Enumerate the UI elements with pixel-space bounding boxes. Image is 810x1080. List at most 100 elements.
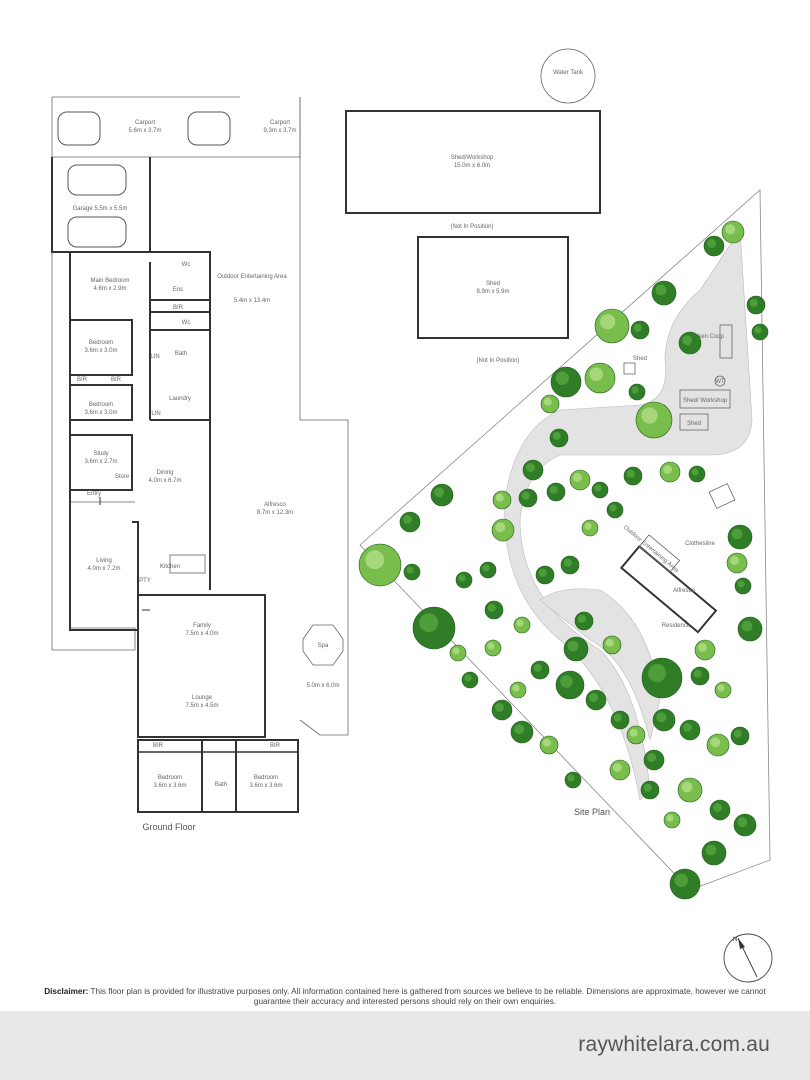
tree-highlight xyxy=(533,663,542,672)
tree-highlight xyxy=(419,613,439,633)
residence-label: Residence xyxy=(662,623,691,629)
tree-highlight xyxy=(663,465,672,474)
outbuilding-dims: 15.0m x 6.0m xyxy=(454,163,490,169)
alfresco-label: Alfresco xyxy=(673,588,695,594)
website-link[interactable]: raywhitelara.com.au xyxy=(578,1033,770,1056)
disclaimer: Disclaimer: This floor plan is provided … xyxy=(30,987,780,1007)
tree-highlight xyxy=(495,493,504,502)
room-label: BIR xyxy=(270,743,281,749)
tree-highlight xyxy=(365,550,385,570)
tree-highlight xyxy=(482,564,490,572)
site-plan: Chicken Coop WT Shed/ Workshop Shed Shed… xyxy=(358,189,771,900)
room-label: Laundry xyxy=(169,396,191,402)
compass-label: N xyxy=(733,937,737,943)
tree-highlight xyxy=(542,738,551,747)
room-label: Wc xyxy=(182,320,191,326)
tree-highlight xyxy=(698,643,707,652)
room-label: Entry xyxy=(87,491,101,497)
tree-highlight xyxy=(555,371,569,385)
tree-highlight xyxy=(516,619,524,627)
tree-highlight xyxy=(730,556,739,565)
room-label: BIR xyxy=(153,743,164,749)
compass-icon: N xyxy=(723,933,773,983)
tree-highlight xyxy=(655,284,667,296)
tree-highlight xyxy=(521,491,530,500)
room-dims: 8.7m x 12.3m xyxy=(257,510,293,516)
shed-workshop-label: Shed/ Workshop xyxy=(683,398,728,404)
tree-highlight xyxy=(543,397,552,406)
tree-highlight xyxy=(737,817,748,828)
room-label: Store xyxy=(115,474,130,480)
room-label: Family xyxy=(193,623,211,629)
tree-highlight xyxy=(674,873,688,887)
room-label: Main Bedroom xyxy=(90,278,129,284)
room-label: Bedroom xyxy=(158,775,182,781)
room-label: Bath xyxy=(175,351,187,357)
site-plan-title: Site Plan xyxy=(574,807,610,817)
tree-highlight xyxy=(487,642,495,650)
room-dims: 9.3m x 3.7m xyxy=(263,128,296,134)
shed-top-label: Shed xyxy=(633,356,647,362)
floor-plan: Carport 5.6m x 3.7m Carport 9.3m x 3.7m … xyxy=(51,96,349,832)
room-dims: 3.6m x 3.0m xyxy=(84,410,117,416)
tree-highlight xyxy=(717,684,725,692)
room-label: Carport xyxy=(270,120,290,126)
tree-highlight xyxy=(691,468,699,476)
tree-highlight xyxy=(631,386,639,394)
tree-highlight xyxy=(749,298,758,307)
room-dims: 3.6m x 3.6m xyxy=(249,783,282,789)
outbuildings: Water Tank Shed/Workshop 15.0m x 6.0m (N… xyxy=(345,48,601,364)
shed-label: Shed xyxy=(687,421,701,427)
tree-highlight xyxy=(573,473,582,482)
tree-highlight xyxy=(538,568,547,577)
tree-highlight xyxy=(693,669,702,678)
tree-highlight xyxy=(737,580,745,588)
room-label: Study xyxy=(93,451,108,457)
room-label: Wc xyxy=(182,262,191,268)
tree-highlight xyxy=(563,558,572,567)
tree-highlight xyxy=(512,684,520,692)
room-label: LIN xyxy=(150,354,159,360)
room-label: Dining xyxy=(156,470,173,476)
tree-highlight xyxy=(713,803,722,812)
room-label: Bedroom xyxy=(89,340,113,346)
tree-highlight xyxy=(403,515,412,524)
tree-highlight xyxy=(567,774,575,782)
room-label: Bedroom xyxy=(89,402,113,408)
room-label: Carport xyxy=(135,120,155,126)
tree-highlight xyxy=(705,844,717,856)
tree-highlight xyxy=(731,528,743,540)
outbuilding-dims: 8.9m x 5.9m xyxy=(476,289,509,295)
tree-highlight xyxy=(495,703,504,712)
room-label: Ens xyxy=(173,287,183,293)
tree-highlight xyxy=(641,407,658,424)
room-dims: 3.6m x 3.0m xyxy=(84,348,117,354)
disclaimer-heading: Disclaimer: xyxy=(44,987,89,996)
tree-highlight xyxy=(656,712,667,723)
tree-highlight xyxy=(584,522,592,530)
room-dims: 4.0m x 7.2m xyxy=(87,566,120,572)
room-label: Living xyxy=(96,558,112,564)
entertaining-label: Outdoor Entertaining Area xyxy=(622,525,680,575)
tree-highlight xyxy=(577,614,586,623)
trees xyxy=(358,220,769,900)
room-label: Bath xyxy=(215,782,227,788)
room-dims: 3.6m x 3.6m xyxy=(153,783,186,789)
room-label: Kitchen xyxy=(160,564,180,570)
room-label: Spa xyxy=(318,643,329,649)
tree-highlight xyxy=(495,522,506,533)
floor-plan-title: Ground Floor xyxy=(142,822,195,832)
clothesline-label: Clothesline xyxy=(685,541,715,547)
tree-highlight xyxy=(754,326,762,334)
tree-highlight xyxy=(629,728,638,737)
room-label: Bedroom xyxy=(254,775,278,781)
tree-highlight xyxy=(434,487,445,498)
tree-highlight xyxy=(648,664,666,682)
tree-highlight xyxy=(464,674,472,682)
tree-highlight xyxy=(552,431,561,440)
tree-highlight xyxy=(613,763,622,772)
water-tank-label: Water Tank xyxy=(553,70,584,76)
tree-highlight xyxy=(682,335,693,346)
outbuilding-note: (Not In Position) xyxy=(476,358,519,364)
room-label: BIR xyxy=(173,305,184,311)
